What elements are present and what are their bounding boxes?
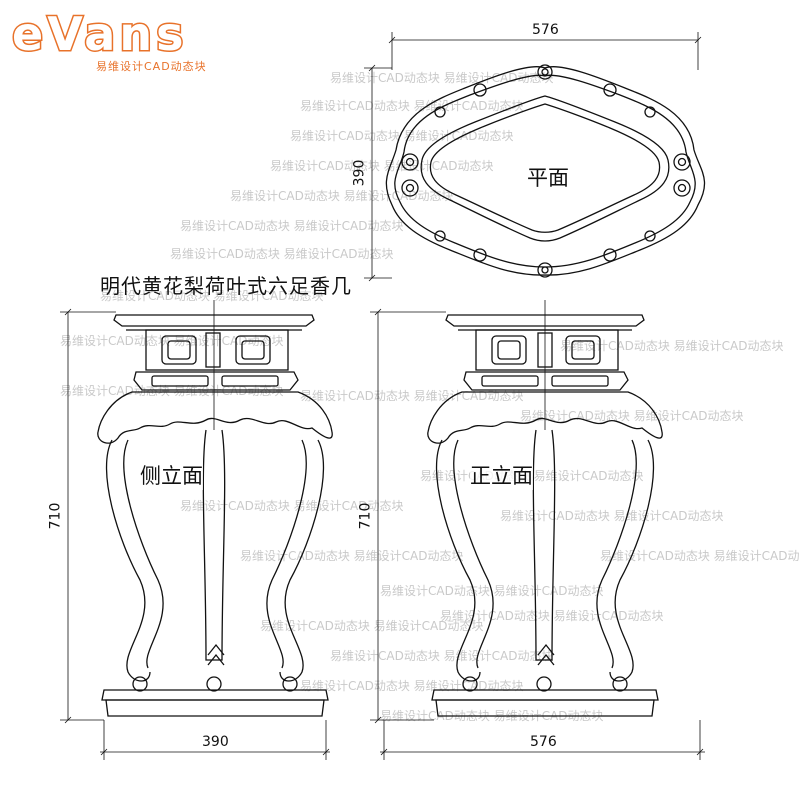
watermark-text: 易维设计CAD动态块 易维设计CAD动态块 [60, 384, 283, 398]
watermark-text: 易维设计CAD动态块 易维设计CAD动态块 [500, 509, 723, 523]
front-elevation [427, 300, 663, 717]
plan-dimension-lines [364, 32, 702, 282]
watermark-text: 易维设计CAD动态块 易维设计CAD动态块 [560, 339, 783, 353]
watermark-text: 易维设计CAD动态块 易维设计CAD动态块 [330, 649, 553, 663]
watermark-text: 易维设计CAD动态块 易维设计CAD动态块 [330, 71, 553, 85]
front-view-label: 正立面 [470, 460, 533, 490]
watermark-text: 易维设计CAD动态块 易维设计CAD动态块 [100, 289, 323, 303]
watermark-text: 易维设计CAD动态块 易维设计CAD动态块 [300, 679, 523, 693]
watermark-text: 易维设计CAD动态块 易维设计CAD动态块 [260, 619, 483, 633]
watermark-text: 易维设计CAD动态块 易维设计CAD动态块 [230, 189, 453, 203]
logo-tagline: 易维设计CAD动态块 [96, 60, 207, 73]
plan-depth-dimension: 390 [351, 159, 368, 187]
watermark-text: 易维设计CAD动态块 易维设计CAD动态块 [290, 129, 513, 143]
watermark-text: 易维设计CAD动态块 易维设计CAD动态块 [300, 389, 523, 403]
front-width-dimension: 576 [530, 734, 557, 750]
watermark-text: 易维设计CAD动态块 易维设计CAD动态块 [300, 99, 523, 113]
watermark-text: 易维设计CAD动态块 易维设计CAD动态块 [240, 549, 463, 563]
front-dimension-lines [370, 308, 705, 760]
side-view-label: 侧立面 [140, 460, 203, 490]
watermark-text: 易维设计CAD动态块 易维设计CAD动态块 [170, 247, 393, 261]
plan-width-dimension: 576 [532, 22, 559, 38]
plan-view [385, 64, 706, 278]
side-height-dimension: 710 [47, 502, 64, 530]
side-width-dimension: 390 [202, 734, 229, 750]
front-height-dimension: 710 [357, 502, 374, 530]
side-dimension-lines [60, 308, 330, 760]
watermark-text: 易维设计CAD动态块 易维设计CAD动态块 [180, 219, 403, 233]
logo-brand: eVans [10, 7, 188, 62]
evans-logo: eVans 易维设计CAD动态块 [10, 7, 208, 74]
drawing-title: 明代黄花梨荷叶式六足香几 [100, 274, 352, 298]
watermark-text: 易维设计CAD动态块 易维设计CAD动态块 [520, 409, 743, 423]
side-elevation [97, 300, 333, 717]
plan-view-label: 平面 [527, 162, 569, 192]
watermark-text: 易维设计CAD动态块 易维设计CAD动态块 [180, 499, 403, 513]
watermark-text: 易维设计CAD动态块 易维设计CAD动态块 [270, 159, 493, 173]
watermark-text: 易维设计CAD动态块 易维设计CAD动态块 [600, 549, 800, 563]
